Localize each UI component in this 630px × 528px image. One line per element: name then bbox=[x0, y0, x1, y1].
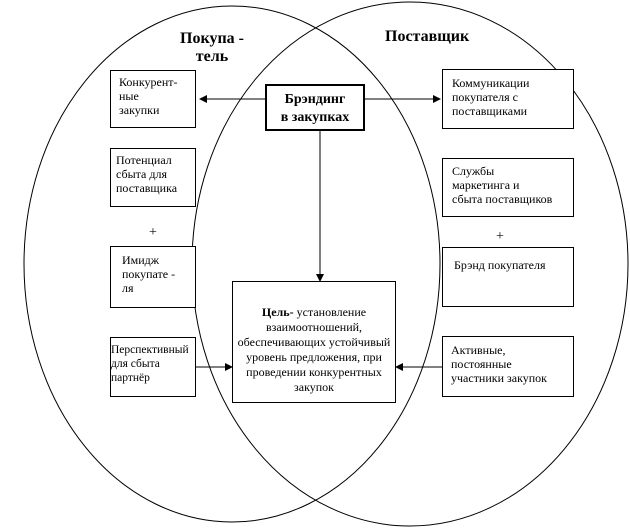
goal-text: установление взаимоотношений, обеспечива… bbox=[237, 305, 391, 394]
goal-label: Цель- bbox=[261, 305, 294, 319]
buyer-box-image: Имидж покупате - ля bbox=[110, 246, 196, 308]
supplier-plus-sign: + bbox=[496, 229, 504, 244]
branding-box: Брэндинг в закупках bbox=[265, 84, 365, 131]
buyer-heading: Покупа - тель bbox=[180, 30, 244, 65]
goal-box: Цель- установление взаимоотношений, обес… bbox=[232, 281, 396, 403]
supplier-box-buyer-brand: Брэнд покупателя bbox=[442, 247, 574, 307]
buyer-box-prospective-partner: Перспективный для сбыта партнёр bbox=[110, 337, 196, 397]
buyer-circle bbox=[23, 5, 441, 523]
supplier-box-buyer-communications: Коммуникации покупателя с поставщиками bbox=[442, 69, 574, 129]
supplier-box-marketing-services: Службы маркетинга и сбыта поставщиков bbox=[442, 158, 574, 217]
supplier-heading: Поставщик bbox=[385, 28, 470, 45]
buyer-box-competitive-procurement: Конкурент- ные закупки bbox=[110, 70, 196, 128]
buyer-plus-sign: + bbox=[149, 225, 157, 240]
buyer-box-sales-potential: Потенциал сбыта для поставщика bbox=[110, 148, 196, 207]
supplier-box-active-participants: Активные, постоянные участники закупок bbox=[442, 336, 574, 397]
